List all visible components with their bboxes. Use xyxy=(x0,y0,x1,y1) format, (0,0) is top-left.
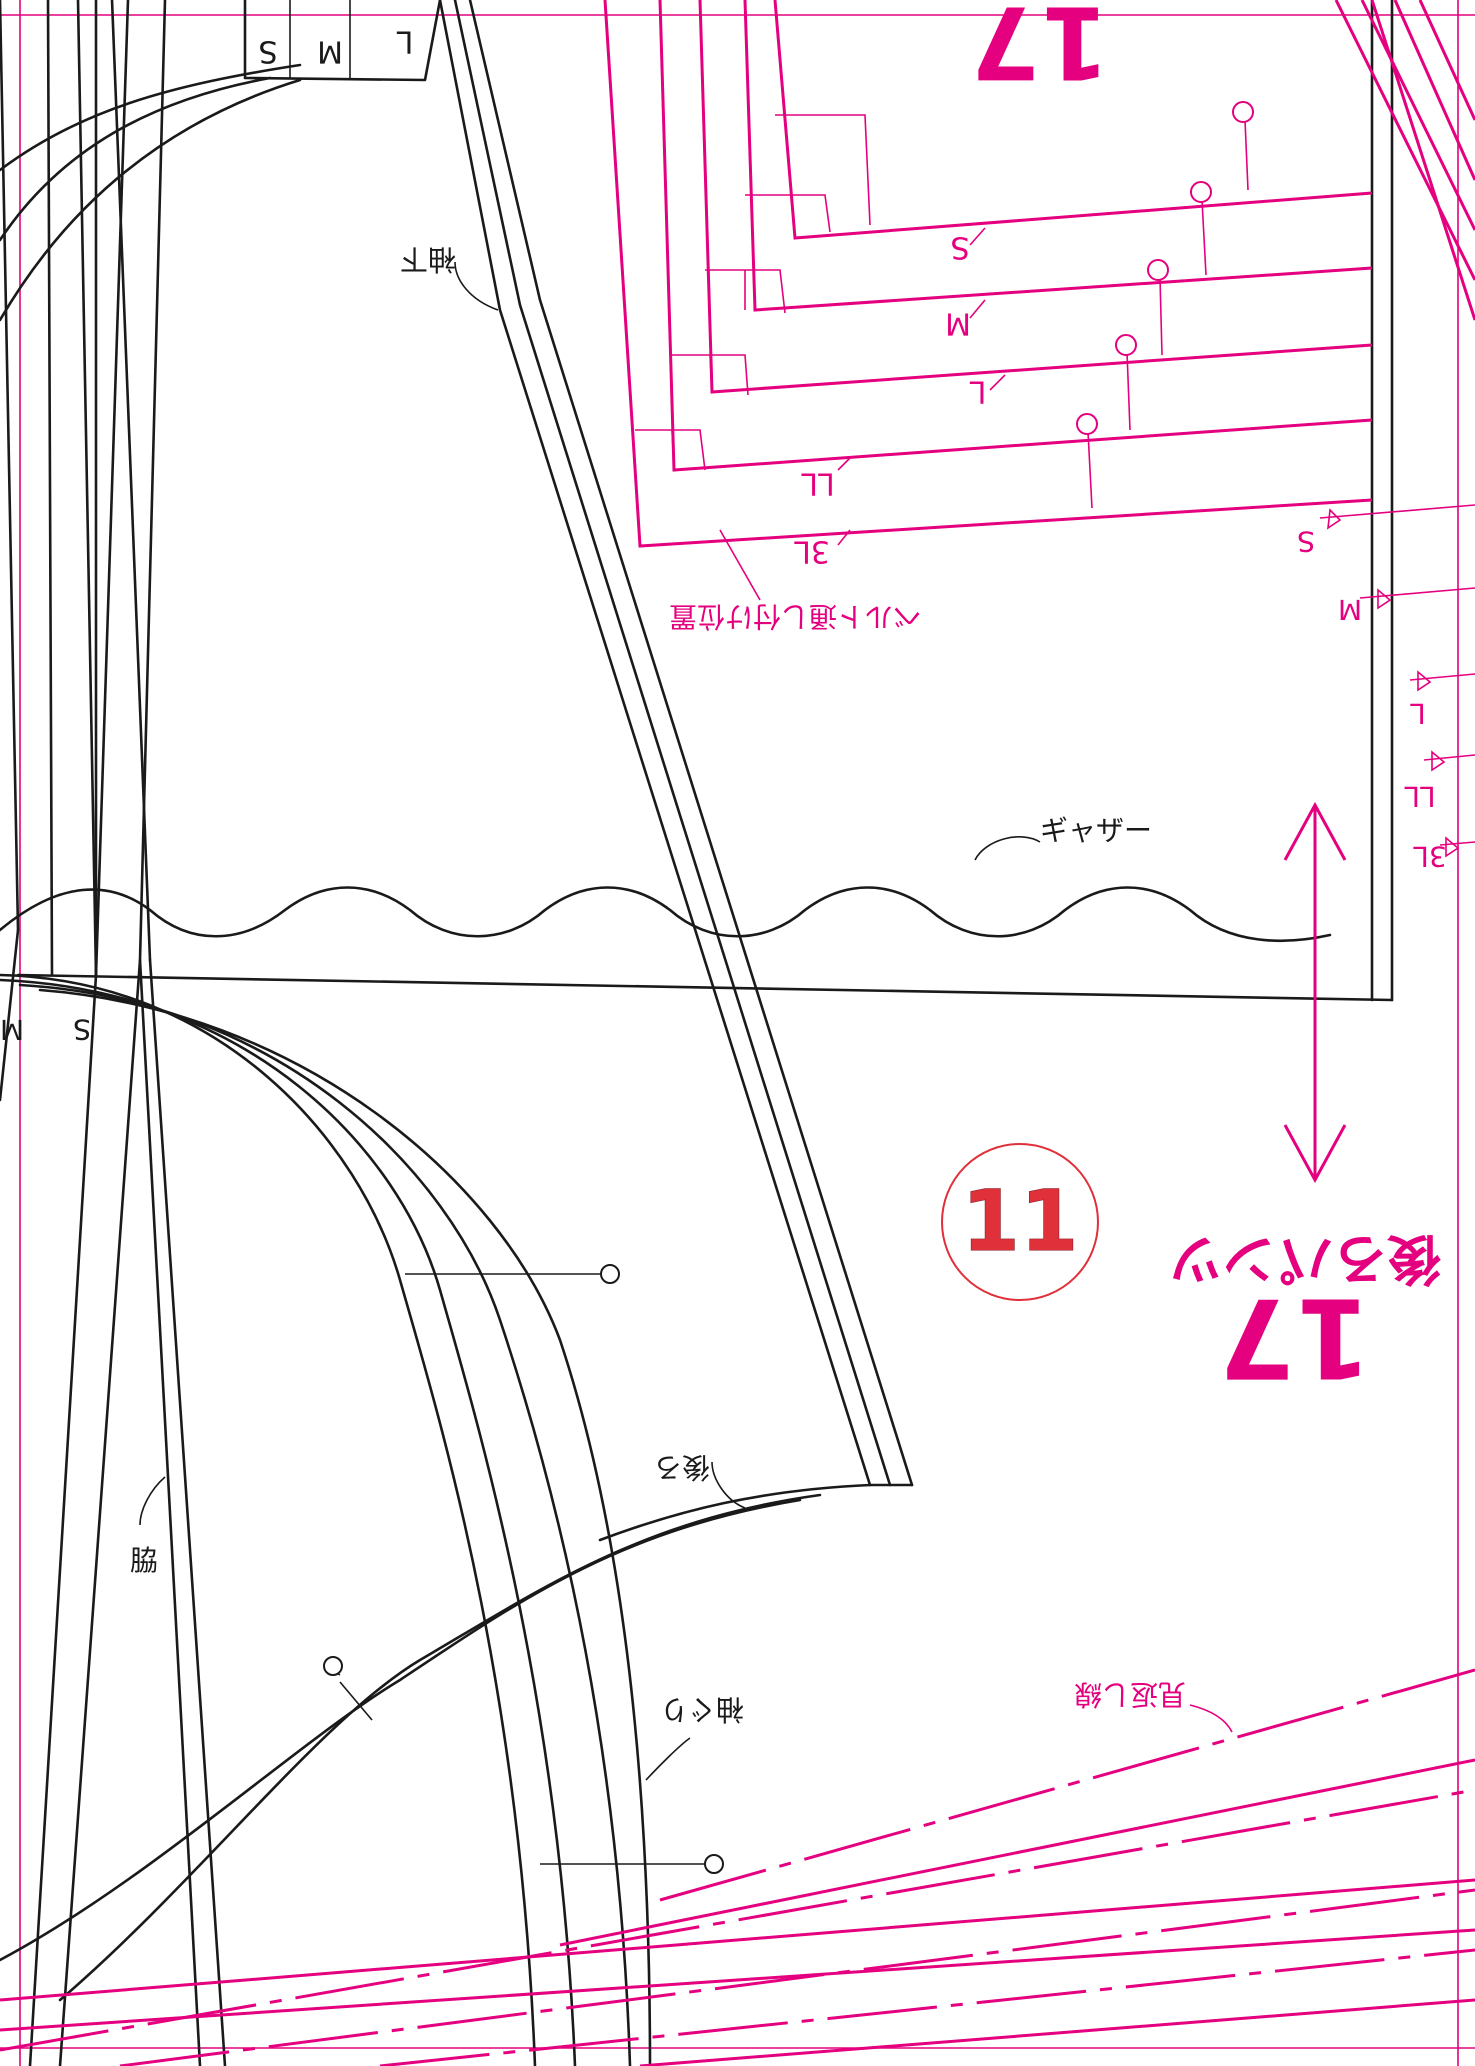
label-left-s: S xyxy=(73,1013,91,1046)
label-belt-loop: ベルト通し付け位置 xyxy=(669,600,921,633)
label-size-s: S xyxy=(950,230,969,265)
labels-magenta: 17 S M L LL 3L ベルト通し付け位置 S M L LL 3L 後ろパ… xyxy=(669,0,1447,1711)
piece-number: 17 xyxy=(1218,1274,1371,1402)
label-sode-shita: 袖下 xyxy=(400,243,456,276)
label-size-tab-l: L xyxy=(396,24,413,59)
label-right-l: L xyxy=(1410,697,1426,730)
label-size-l: L xyxy=(969,374,986,409)
sheet-badge: 11 xyxy=(941,1143,1099,1301)
label-facing-line: 見返し線 xyxy=(1074,1678,1186,1711)
label-size-m: M xyxy=(945,306,971,341)
label-left-m: M xyxy=(0,1013,24,1046)
label-right-s: S xyxy=(1297,525,1315,558)
label-size-3l: 3L xyxy=(794,534,830,569)
pants-waistband-nested xyxy=(603,0,1475,858)
piece-name: 後ろパンツ xyxy=(1169,1227,1442,1290)
label-gather: ギャザー xyxy=(1040,814,1152,847)
top-piece-number: 17 xyxy=(970,0,1109,101)
sheet-badge-number: 11 xyxy=(962,1172,1079,1270)
label-size-tab-s: S xyxy=(258,34,277,69)
labels-black: L M S 袖下 ギャザー S M 後ろ 脇 袖ぐり xyxy=(0,24,1152,1727)
label-right-3l: 3L xyxy=(1413,840,1447,873)
label-size-ll: LL xyxy=(801,466,835,501)
grain-arrow xyxy=(1283,801,1347,1184)
label-right-m: M xyxy=(1338,593,1362,626)
label-sodeguri: 袖ぐり xyxy=(660,1693,744,1726)
sleeve-pattern xyxy=(0,0,1394,2066)
label-right-ll: LL xyxy=(1404,780,1436,813)
grain-marks-black xyxy=(323,1264,724,1874)
label-size-tab-m: M xyxy=(317,34,343,69)
facing-lines xyxy=(0,1668,1475,2066)
leaders-black xyxy=(139,261,1041,1781)
label-ushiro: 後ろ xyxy=(654,1451,710,1484)
label-waki: 脇 xyxy=(130,1544,158,1577)
